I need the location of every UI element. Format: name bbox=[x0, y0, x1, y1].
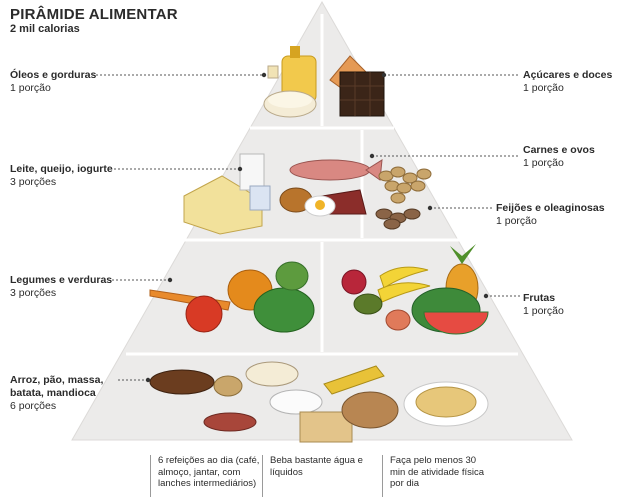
label-sugars-name: Açúcares e doces bbox=[523, 69, 613, 81]
label-dairy-servings: 3 porções bbox=[10, 176, 57, 188]
label-meat-servings: 1 porção bbox=[523, 157, 564, 169]
vegetables-illustration bbox=[149, 261, 315, 333]
label-vegetables: Legumes e verduras 3 porções bbox=[10, 274, 112, 300]
dairy-illustration bbox=[183, 153, 271, 235]
label-grains: Arroz, pão, massa, batata, mandioca 6 po… bbox=[10, 374, 103, 413]
sweets-illustration bbox=[329, 55, 385, 117]
meat-illustration bbox=[279, 159, 383, 217]
label-meat: Carnes e ovos 1 porção bbox=[523, 144, 595, 170]
label-beans-servings: 1 porção bbox=[496, 215, 537, 227]
label-grains-name-2: batata, mandioca bbox=[10, 387, 96, 399]
label-grains-servings: 6 porções bbox=[10, 400, 57, 412]
tip-exercise: Faça pelo menos 30 min de atividade físi… bbox=[382, 455, 490, 497]
label-grains-name-1: Arroz, pão, massa, bbox=[10, 374, 104, 386]
label-sugars-servings: 1 porção bbox=[523, 82, 564, 94]
grains-illustration bbox=[149, 361, 489, 443]
label-dairy: Leite, queijo, iogurte 3 porções bbox=[10, 163, 113, 189]
label-beans-name: Feijões e oleaginosas bbox=[496, 202, 605, 214]
label-vegetables-servings: 3 porções bbox=[10, 287, 57, 299]
label-sugars: Açúcares e doces 1 porção bbox=[523, 69, 612, 95]
label-meat-name: Carnes e ovos bbox=[523, 144, 595, 156]
beans-illustration bbox=[375, 166, 432, 230]
tip-meals: 6 refeições ao dia (café, almoço, jantar… bbox=[150, 455, 260, 497]
footer-tips: 6 refeições ao dia (café, almoço, jantar… bbox=[150, 455, 490, 497]
label-fruits-servings: 1 porção bbox=[523, 305, 564, 317]
fruits-illustration bbox=[341, 244, 489, 335]
label-oils: Óleos e gorduras 1 porção bbox=[10, 69, 96, 95]
label-oils-servings: 1 porção bbox=[10, 82, 51, 94]
tip-water: Beba bastante água e líquidos bbox=[262, 455, 372, 497]
oils-illustration bbox=[263, 46, 317, 118]
label-fruits: Frutas 1 porção bbox=[523, 292, 564, 318]
label-dairy-name: Leite, queijo, iogurte bbox=[10, 163, 113, 175]
label-vegetables-name: Legumes e verduras bbox=[10, 274, 113, 286]
diagram-subtitle: 2 mil calorias bbox=[10, 23, 80, 35]
label-beans: Feijões e oleaginosas 1 porção bbox=[496, 202, 605, 228]
label-fruits-name: Frutas bbox=[523, 292, 556, 304]
label-oils-name: Óleos e gorduras bbox=[10, 69, 97, 81]
diagram-title: PIRÂMIDE ALIMENTAR bbox=[10, 6, 178, 23]
